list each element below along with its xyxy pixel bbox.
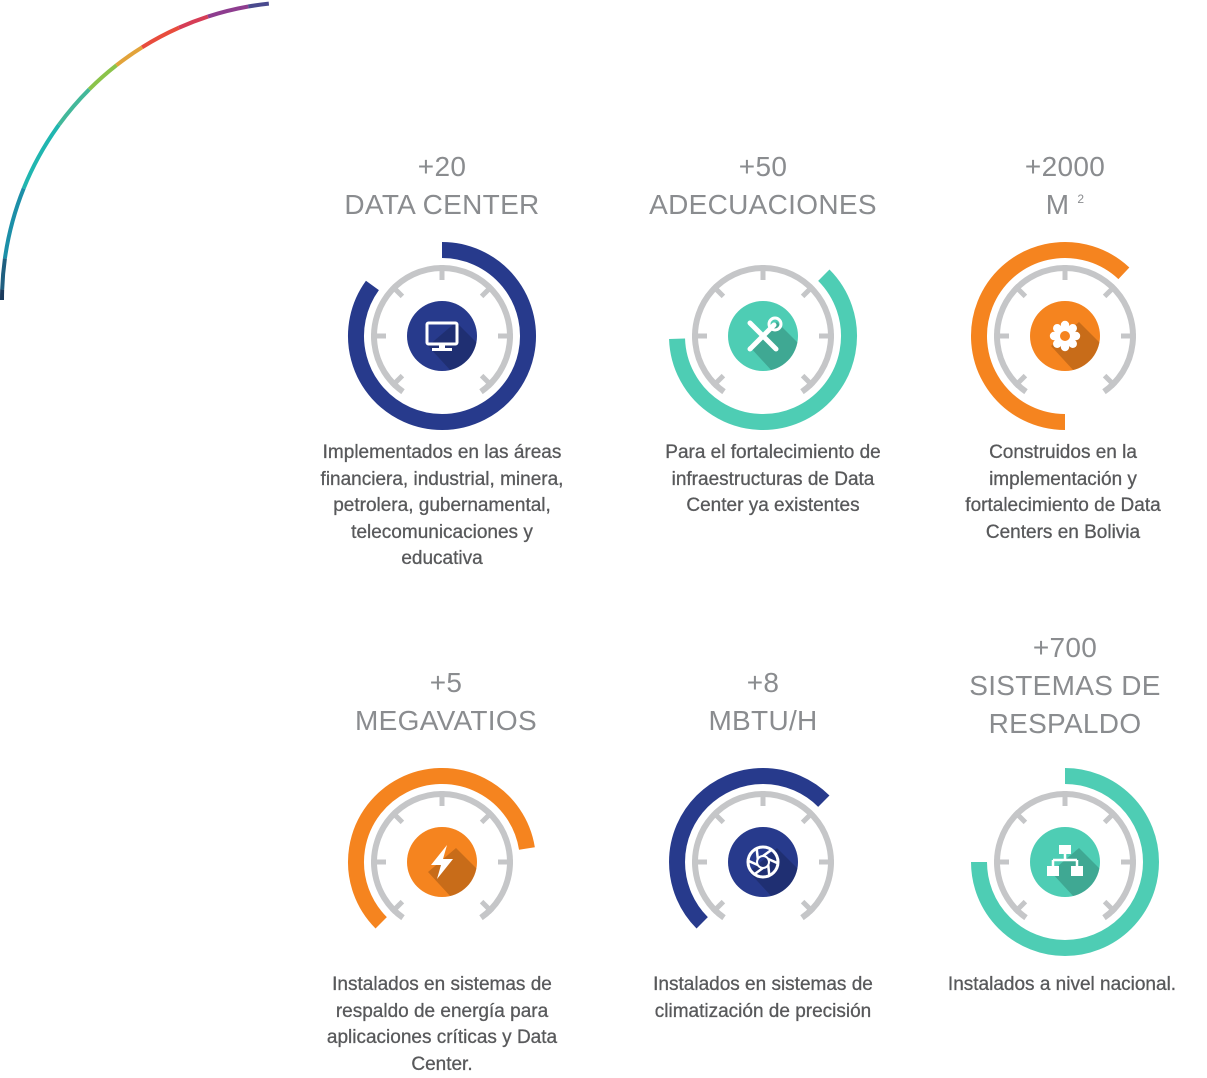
stat-value: +5 [286,664,606,702]
decorative-arc-segment [179,17,208,28]
decorative-arc-segment [24,125,59,189]
stat-adecuaciones: +50 ADECUACIONES [603,148,923,224]
stat-megavatios: +5 MEGAVATIOS [286,664,606,740]
gear-icon [1050,321,1080,351]
decorative-arc-segment [5,188,24,258]
stat-description: Instalados en sistemas de respaldo de en… [272,972,612,1078]
stat-data-center-description: Implementados en las áreas financiera, i… [272,440,612,573]
gauge-m2 [965,236,1165,436]
gauge-sistemas-respaldo [965,762,1165,962]
stat-sistemas-respaldo: +700 SISTEMAS DE RESPALDO [905,629,1207,743]
stat-mbtu: +8 MBTU/H [603,664,923,740]
decorative-arc [0,0,300,300]
stat-description: Instalados a nivel nacional. [917,972,1207,999]
decorative-arc-segment [248,4,269,7]
stat-m2-description: Construidos en la implementación y forta… [908,440,1207,546]
stat-data-center: +20 DATA CENTER [282,148,602,224]
decorative-arc-segment [117,47,143,65]
decorative-arc-segment [2,259,5,290]
stat-label: SISTEMAS DE [905,667,1207,705]
stat-description: Construidos en la implementación y forta… [908,440,1207,546]
stat-value: +20 [282,148,602,186]
stat-megavatios-description: Instalados en sistemas de respaldo de en… [272,972,612,1078]
decorative-arc-segment [208,7,248,17]
stat-label: MBTU/H [603,702,923,740]
gauge-data-center [342,236,542,436]
stat-description: Para el fortalecimiento de infraestructu… [603,440,943,520]
stat-description: Implementados en las áreas financiera, i… [272,440,612,573]
stat-mbtu-description: Instalados en sistemas de climatización … [593,972,933,1025]
stat-label-line2: RESPALDO [905,705,1207,743]
stat-label: MEGAVATIOS [286,702,606,740]
stat-value: +2000 [905,148,1207,186]
stat-value: +8 [603,664,923,702]
stat-description: Instalados en sistemas de climatización … [593,972,933,1025]
decorative-arc-segment [89,65,116,89]
decorative-arc-segment [59,89,89,125]
stat-sistemas-respaldo-description: Instalados a nivel nacional. [917,972,1207,999]
gauge-mbtu [663,762,863,962]
gauge-megavatios [342,762,542,962]
decorative-arc-segment [142,28,179,48]
stat-value: +700 [905,629,1207,667]
stat-label: DATA CENTER [282,186,602,224]
gauge-adecuaciones [663,236,863,436]
stat-adecuaciones-description: Para el fortalecimiento de infraestructu… [603,440,943,520]
stat-label: ADECUACIONES [603,186,923,224]
stat-value: +50 [603,148,923,186]
